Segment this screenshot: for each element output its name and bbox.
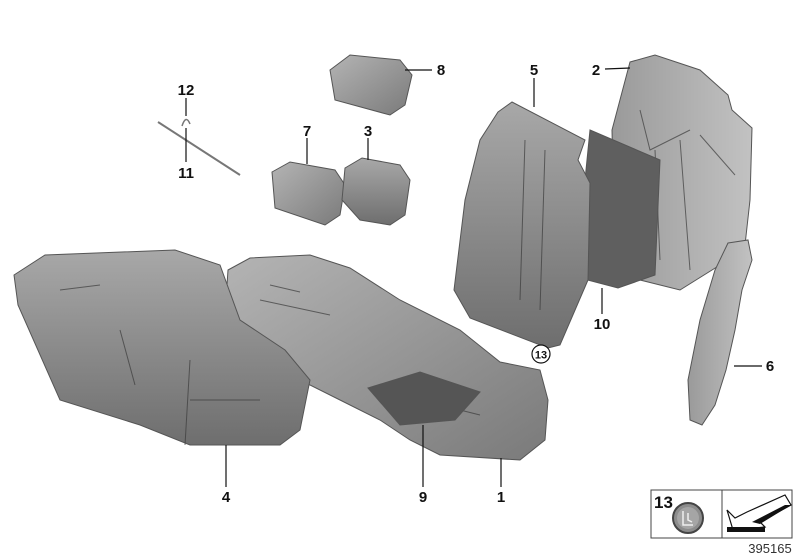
part-6-trim	[687, 239, 753, 426]
callout-12: 12	[178, 82, 195, 99]
callout-2: 2	[592, 62, 600, 79]
callout-11: 11	[178, 165, 194, 182]
callout-1: 1	[497, 489, 505, 506]
svg-text:13: 13	[535, 350, 547, 362]
callout-6: 6	[766, 358, 774, 375]
part-4-seat-cushion	[13, 249, 311, 446]
part-9-pad	[367, 371, 481, 426]
part-3-cover	[341, 157, 411, 226]
callout-7: 7	[303, 123, 311, 140]
part-11-wire	[157, 118, 241, 176]
callout-4: 4	[222, 489, 231, 506]
arrow-icon	[726, 494, 792, 532]
callout-5: 5	[530, 62, 538, 79]
part-7-cover	[271, 161, 346, 226]
callout-10: 10	[594, 316, 611, 333]
part-8-cover	[329, 54, 413, 116]
seat-symbol-icon	[672, 502, 704, 534]
callout-3: 3	[364, 123, 372, 140]
callout-13-circled: 13	[531, 344, 551, 364]
legend-label-13: 13	[654, 493, 673, 512]
leader-lines	[185, 67, 762, 487]
legend-box: 13	[650, 489, 793, 539]
diagram-number: 395165	[748, 541, 791, 556]
callout-9: 9	[419, 489, 427, 506]
callout-8: 8	[437, 62, 445, 79]
